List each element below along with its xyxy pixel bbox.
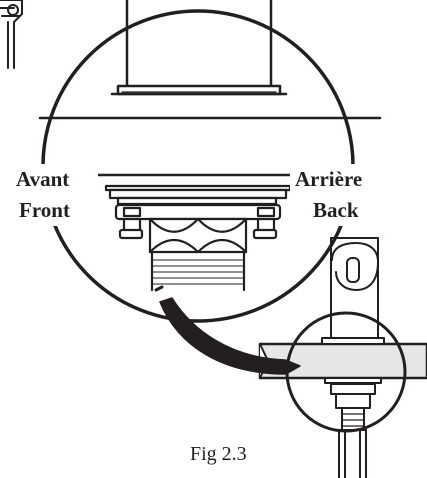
label-back-english: Back xyxy=(313,198,359,222)
magnified-mounting-hardware xyxy=(104,184,292,292)
faucet-small-view xyxy=(330,237,379,344)
top-left-fitting-fragment xyxy=(0,0,23,69)
label-back-french: Arrière xyxy=(295,167,363,191)
pointer-arrow xyxy=(159,297,301,375)
figure-caption: Fig 2.3 xyxy=(190,443,247,465)
magnified-faucet-base xyxy=(110,0,288,96)
label-front-french: Avant xyxy=(16,167,70,191)
label-front-english: Front xyxy=(19,198,70,222)
fittings-small-view xyxy=(321,337,385,478)
magnified-detail xyxy=(12,0,382,323)
